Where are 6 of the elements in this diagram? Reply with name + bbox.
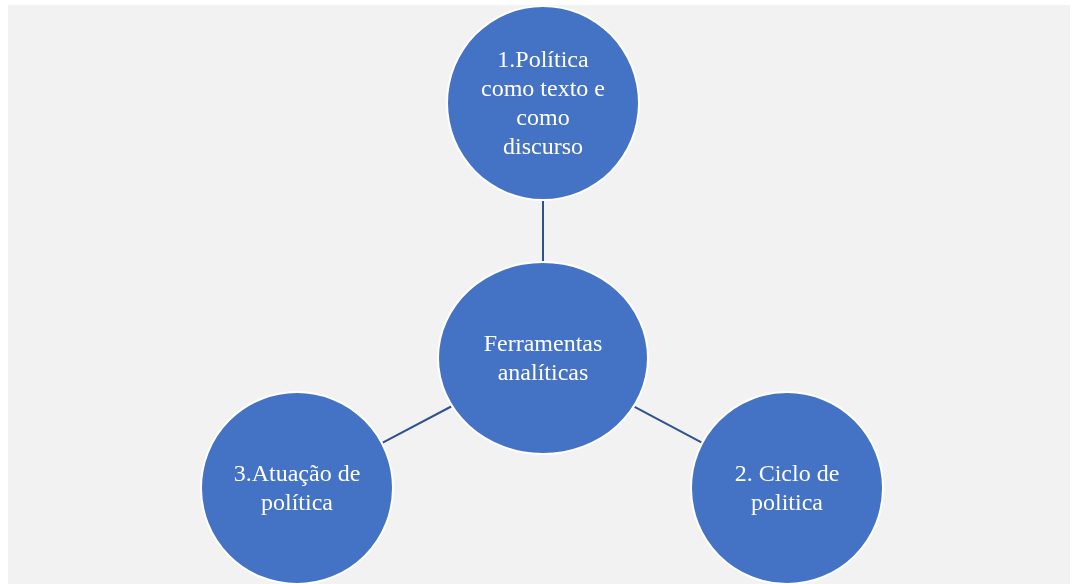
circle-label: 3.Atuação de política — [232, 459, 362, 517]
connector-line — [542, 200, 544, 262]
circle-label: 2. Ciclo de politica — [733, 459, 841, 517]
connector-line — [633, 405, 703, 444]
circle-label: 1.Política como texto e como discurso — [480, 45, 606, 161]
circle-label: Ferramentas analíticas — [482, 329, 604, 387]
